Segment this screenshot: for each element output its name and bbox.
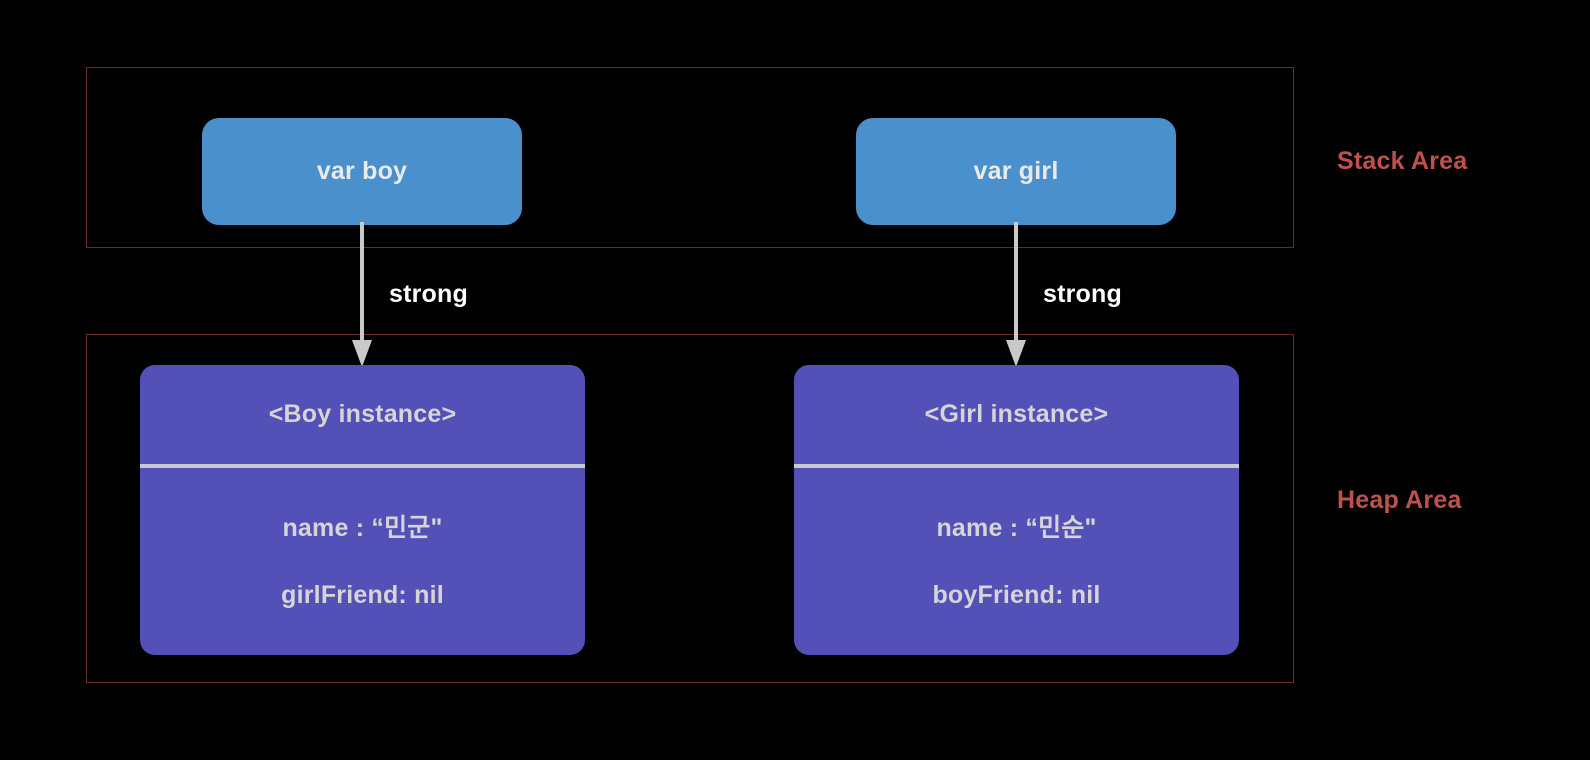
heap-instance-girl-header: <Girl instance>	[794, 365, 1239, 464]
heap-area-label: Heap Area	[1337, 486, 1462, 514]
heap-instance-girl-property-boyfriend: boyFriend: nil	[932, 580, 1101, 609]
heap-area-region	[86, 334, 1294, 683]
stack-variable-boy[interactable]: var boy	[202, 118, 522, 225]
stack-variable-girl[interactable]: var girl	[856, 118, 1176, 225]
strong-reference-label-boy: strong	[389, 280, 468, 308]
stack-variable-boy-label: var boy	[316, 157, 408, 185]
heap-instance-girl-title: <Girl instance>	[924, 400, 1109, 428]
strong-reference-arrow-girl	[1006, 222, 1026, 367]
strong-reference-arrow-boy	[352, 222, 372, 367]
heap-instance-boy-title: <Boy instance>	[268, 400, 457, 428]
heap-instance-boy-property-name: name : “민군"	[282, 513, 443, 542]
heap-instance-boy-header: <Boy instance>	[140, 365, 585, 464]
stack-area-region	[86, 67, 1294, 248]
heap-instance-girl-divider	[794, 464, 1239, 468]
stack-variable-girl-label: var girl	[973, 157, 1059, 185]
heap-instance-boy-body: name : “민군" girlFriend: nil	[140, 468, 585, 655]
stack-area-label: Stack Area	[1337, 147, 1468, 175]
strong-reference-label-girl: strong	[1043, 280, 1122, 308]
heap-instance-boy[interactable]: <Boy instance> name : “민군" girlFriend: n…	[140, 365, 585, 655]
heap-instance-girl[interactable]: <Girl instance> name : “민순" boyFriend: n…	[794, 365, 1239, 655]
heap-instance-girl-body: name : “민순" boyFriend: nil	[794, 468, 1239, 655]
heap-instance-boy-property-girlfriend: girlFriend: nil	[281, 580, 444, 609]
heap-instance-boy-divider	[140, 464, 585, 468]
heap-instance-girl-property-name: name : “민순"	[936, 513, 1097, 542]
